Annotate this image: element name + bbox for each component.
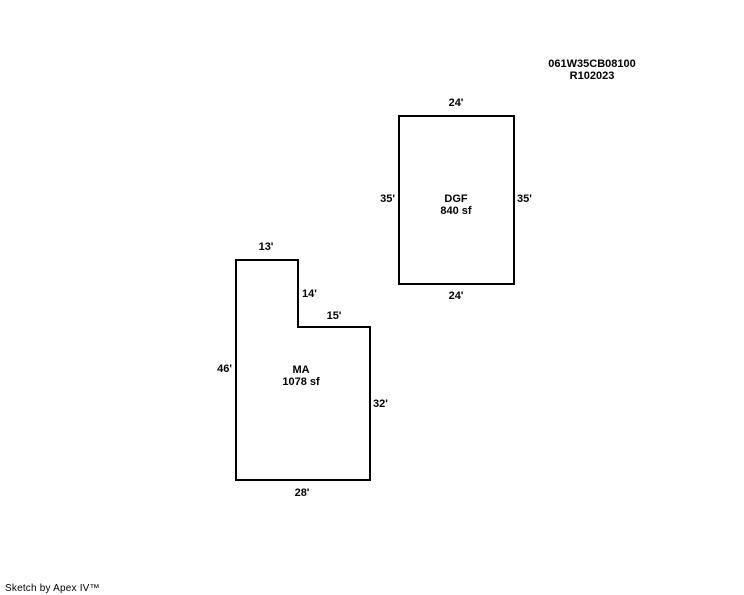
ma-dim-notch-vertical: 14' xyxy=(302,288,317,300)
dgf-dim-top: 24' xyxy=(448,97,464,109)
ma-code: MA xyxy=(292,364,310,376)
dgf-area: 840 sf xyxy=(440,205,472,217)
parcel-id: 061W35CB08100 xyxy=(548,58,636,70)
ma-dim-left: 46' xyxy=(217,363,232,375)
dgf-dim-right: 35' xyxy=(517,193,532,205)
ma-area: 1078 sf xyxy=(282,376,320,388)
ma-dim-bottom: 28' xyxy=(294,487,310,499)
dgf-code: DGF xyxy=(444,193,468,205)
ma-dim-right: 32' xyxy=(373,398,388,410)
footer-credit: Sketch by Apex IV™ xyxy=(5,583,100,594)
dgf-dim-bottom: 24' xyxy=(448,290,464,302)
ma-dim-top: 13' xyxy=(258,241,274,253)
record-id: R102023 xyxy=(569,70,615,82)
dgf-outline xyxy=(398,115,515,285)
ma-outline xyxy=(235,259,371,481)
dgf-dim-left: 35' xyxy=(380,193,395,205)
ma-dim-notch-horizontal: 15' xyxy=(326,310,342,322)
